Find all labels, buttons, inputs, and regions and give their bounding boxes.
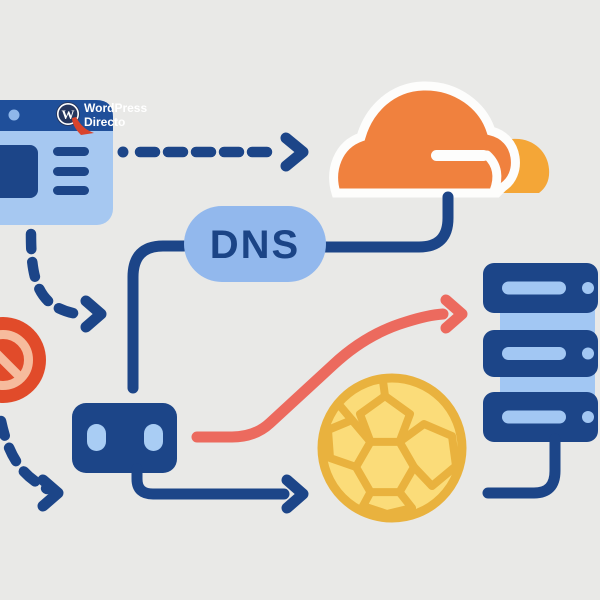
red-arrowhead-icon <box>440 294 468 334</box>
cloud-white-slot <box>431 150 489 161</box>
dns-label: DNS <box>210 223 300 267</box>
ball-seam <box>337 403 356 424</box>
browser-text-bar <box>53 186 89 195</box>
dashed-arrow-browser-to-cloudflare <box>117 132 309 172</box>
browser-thumbnail-block <box>0 145 38 198</box>
server-bar <box>502 410 566 424</box>
wordpress-red-swoosh <box>72 117 94 135</box>
server-cable <box>482 433 561 499</box>
server-bar <box>502 347 566 360</box>
blocked-slash <box>0 350 26 383</box>
connector-dns-to-plug <box>127 240 190 394</box>
browser-text-bar <box>53 147 89 156</box>
server-led <box>582 347 594 360</box>
ball-right-cell <box>395 420 460 490</box>
arrowhead-icon <box>280 132 309 172</box>
dashed-shaft <box>25 228 84 320</box>
arrow-shaft <box>131 463 290 500</box>
browser-text-bar <box>53 167 89 176</box>
ball-seam <box>379 377 389 400</box>
browser-header-dot <box>8 109 20 121</box>
plug-slot <box>144 424 163 451</box>
browser-window-icon: W WordPress Directo <box>0 100 147 225</box>
cloud-white-gap <box>482 150 502 196</box>
dns-pill <box>184 206 326 282</box>
logo-text-line2: Directo <box>84 115 125 129</box>
arrowhead-icon <box>37 474 64 512</box>
blocked-ring <box>0 330 33 390</box>
arrowhead-icon <box>80 295 107 333</box>
logo-text-line1: WordPress <box>84 101 147 115</box>
dns-badge: DNS <box>184 206 326 282</box>
server-bar <box>502 281 566 295</box>
dashed-arrow-blocked-to-plug <box>0 415 64 512</box>
arrowhead-icon <box>281 474 309 514</box>
red-arrow-plug-to-server <box>191 294 468 443</box>
server-led <box>582 411 594 423</box>
wordpress-logo-icon: W <box>56 102 94 135</box>
dashed-arrow-browser-to-blocked <box>25 228 107 333</box>
red-arrow-shaft <box>191 308 449 443</box>
cloudflare-cloud-icon <box>329 81 550 198</box>
plug-body <box>72 403 177 473</box>
wordpress-monogram: W <box>62 107 75 122</box>
football-icon <box>317 373 467 523</box>
ball-left-cell <box>324 416 375 471</box>
ball-bottom-seam <box>359 502 416 518</box>
server-stack-icon <box>482 263 598 499</box>
server-led <box>582 282 594 294</box>
wordpress-badge-ring <box>56 103 79 126</box>
connector-dns-to-cloudflare <box>319 191 454 253</box>
dash-dot <box>117 146 129 158</box>
power-plug-icon <box>72 403 177 473</box>
cloud-orange-body <box>329 81 520 198</box>
arrow-plug-to-football <box>131 463 309 514</box>
blocked-sign-icon <box>0 317 46 403</box>
plug-slot <box>87 424 106 451</box>
